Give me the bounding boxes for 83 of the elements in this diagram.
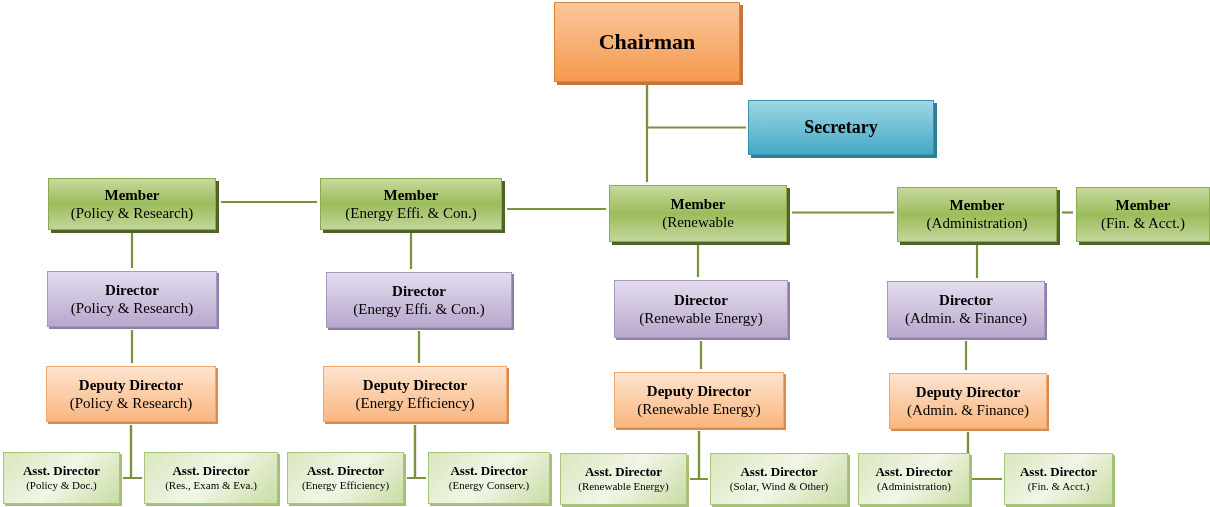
connector-line — [129, 425, 142, 480]
org-box — [710, 453, 848, 505]
department-name: (Renewable Energy) — [578, 479, 669, 494]
connector-line — [409, 233, 413, 269]
department-name: (Energy Effi. & Con.) — [345, 203, 477, 223]
connector-line — [964, 341, 968, 370]
connector-line — [130, 330, 134, 363]
department-name: (Policy & Research) — [70, 298, 194, 318]
role-title: Deputy Director — [915, 382, 1021, 401]
role-title: Deputy Director — [362, 375, 468, 394]
department-name: (Admin. & Finance) — [906, 400, 1030, 420]
role-title: Asst. Director — [307, 463, 384, 479]
org-box — [323, 366, 507, 422]
department-name: (Policy & Research) — [69, 393, 193, 413]
org-box — [144, 452, 278, 504]
role-title: Asst. Director — [585, 464, 662, 480]
department-name: (Energy Effi. & Con.) — [353, 299, 485, 319]
connector-line — [975, 245, 979, 278]
connector-line — [697, 431, 708, 481]
org-box — [889, 373, 1047, 429]
role-title: Director — [674, 290, 728, 309]
org-box — [326, 272, 512, 328]
connector-line — [507, 207, 606, 211]
role-title: Member — [670, 195, 726, 214]
org-box — [3, 452, 120, 504]
department-name: (Policy & Doc.) — [26, 478, 97, 493]
org-box — [560, 453, 687, 505]
department-name: (Renewable — [662, 213, 734, 232]
org-box — [858, 453, 970, 505]
role-title: Member — [104, 185, 160, 204]
org-box — [428, 452, 550, 504]
org-box — [320, 178, 502, 230]
connector-line — [417, 331, 421, 363]
role-title: Director — [939, 291, 993, 310]
connector-line — [413, 425, 426, 480]
department-name: (Res., Exam & Eva.) — [165, 478, 257, 493]
role-title: Asst. Director — [1020, 464, 1097, 480]
org-box — [287, 452, 404, 504]
role-title: Secretary — [804, 116, 878, 139]
department-name: (Energy Conserv.) — [448, 478, 530, 493]
connector-line — [221, 200, 317, 204]
department-name: (Solar, Wind & Other) — [729, 479, 829, 494]
org-box — [887, 281, 1045, 338]
department-name: (Policy & Research) — [70, 203, 194, 223]
department-name: (Energy Efficiency) — [355, 393, 475, 413]
department-name: (Administration) — [926, 214, 1028, 233]
role-title: Chairman — [598, 28, 696, 56]
department-name: (Renewable Energy) — [639, 308, 763, 328]
department-name: (Administration) — [877, 479, 951, 494]
role-title: Member — [949, 196, 1005, 215]
role-title: Member — [383, 185, 439, 204]
role-title: Director — [105, 280, 159, 299]
role-title: Member — [1115, 196, 1171, 215]
role-title: Deputy Director — [646, 381, 752, 400]
org-box — [1004, 453, 1113, 505]
org-box — [48, 178, 216, 230]
department-name: (Energy Efficiency) — [301, 478, 390, 493]
role-title: Asst. Director — [875, 464, 953, 480]
org-box — [897, 187, 1057, 242]
connector-line — [792, 211, 894, 214]
org-box — [614, 372, 784, 428]
org-box — [554, 2, 740, 82]
connector-line — [130, 233, 134, 268]
department-name: (Renewable Energy) — [637, 399, 761, 419]
role-title: Asst. Director — [23, 463, 100, 479]
role-title: Deputy Director — [78, 375, 184, 394]
org-box — [47, 271, 217, 327]
org-box — [748, 100, 934, 155]
department-name: (Fin. & Acct.) — [1027, 479, 1090, 494]
connector-line — [696, 245, 700, 277]
connector-line — [1062, 211, 1073, 214]
role-title: Asst. Director — [450, 463, 528, 479]
connector-line — [699, 341, 703, 369]
role-title: Director — [392, 281, 446, 300]
org-box — [614, 280, 788, 338]
org-box — [1076, 187, 1210, 242]
org-box — [46, 366, 216, 422]
department-name: (Fin. & Acct.) — [1100, 214, 1186, 233]
org-box — [609, 185, 787, 242]
department-name: (Admin. & Finance) — [904, 309, 1028, 328]
role-title: Asst. Director — [172, 463, 250, 479]
connector-line — [645, 85, 746, 129]
role-title: Asst. Director — [740, 464, 818, 480]
